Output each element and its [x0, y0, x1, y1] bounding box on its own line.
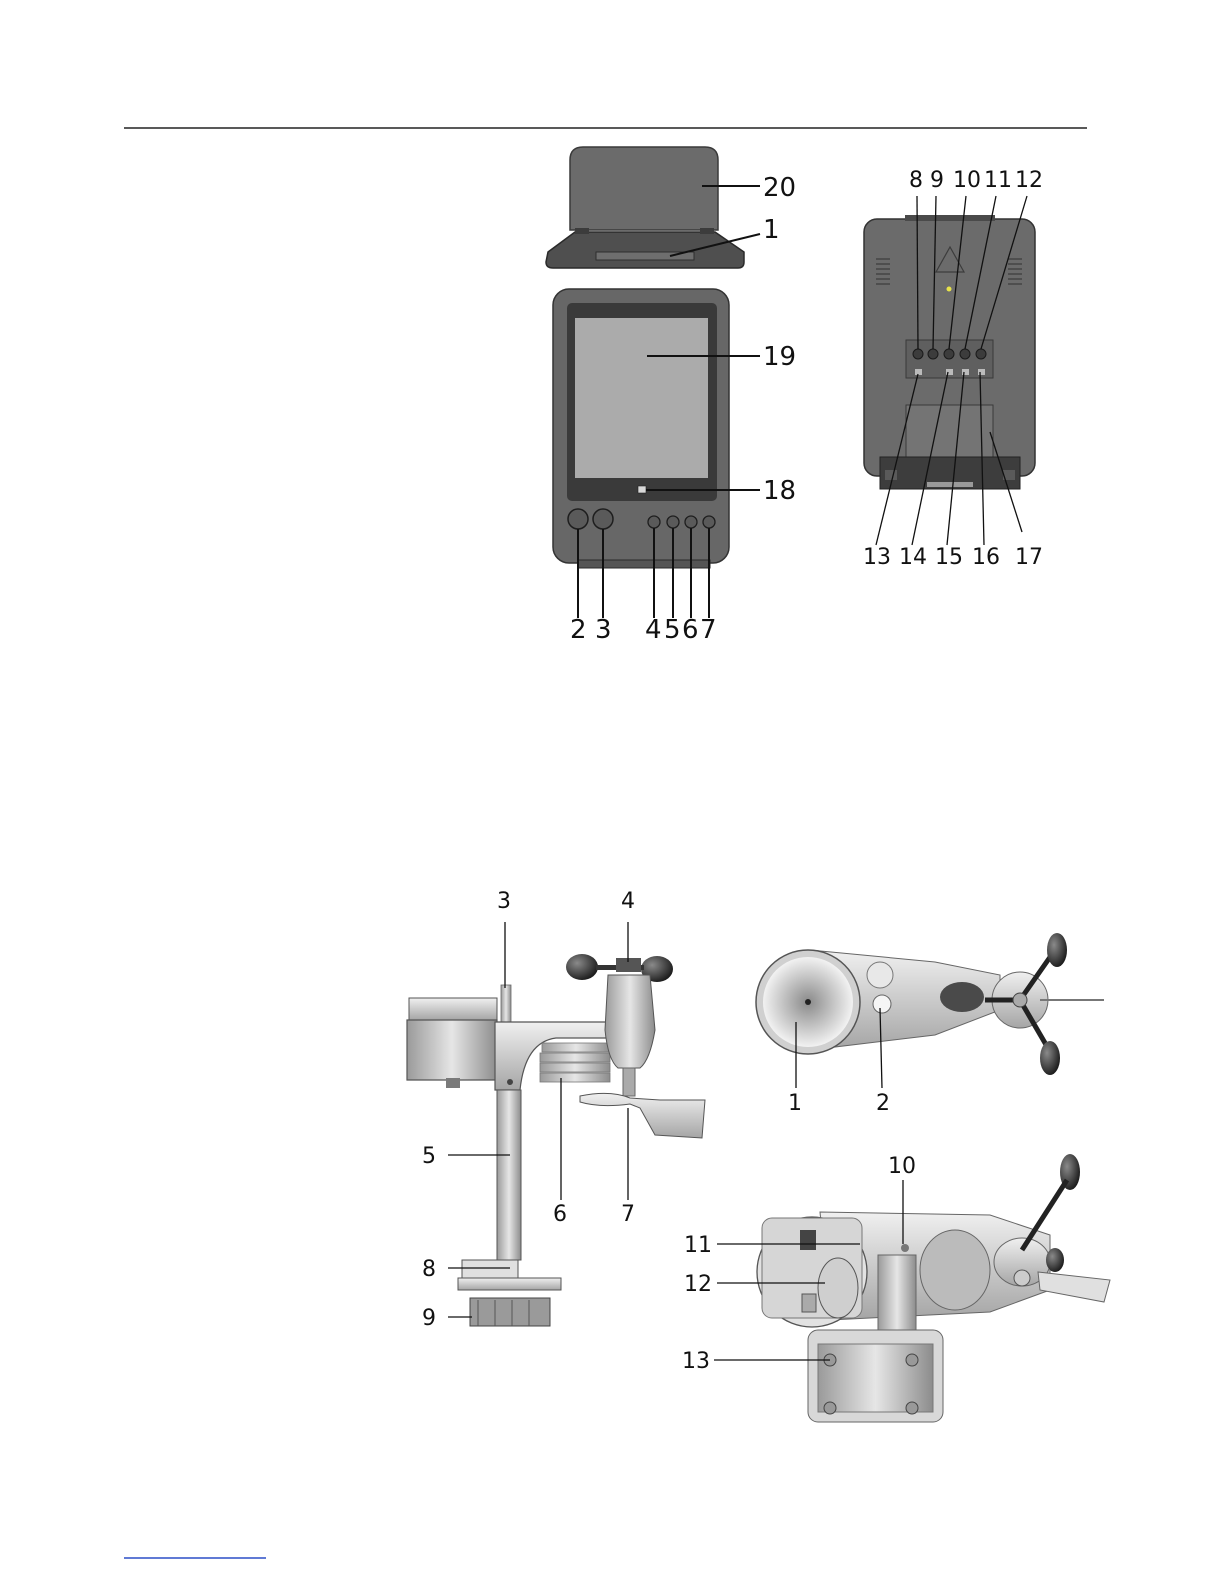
console-label-7: 7 — [700, 615, 717, 645]
console-label-17: 17 — [1015, 545, 1043, 570]
console-label-8: 8 — [909, 168, 923, 193]
console-label-1: 1 — [763, 215, 780, 245]
console-label-20: 20 — [763, 173, 796, 203]
console-label-3: 3 — [595, 615, 612, 645]
console-label-19: 19 — [763, 342, 796, 372]
sensor-label-3: 3 — [497, 889, 511, 914]
sensor-label-11: 11 — [684, 1233, 712, 1258]
console-label-13: 13 — [863, 545, 891, 570]
console-label-15: 15 — [935, 545, 963, 570]
console-label-11: 11 — [984, 168, 1012, 193]
console-label-9: 9 — [930, 168, 944, 193]
console-label-10: 10 — [953, 168, 981, 193]
sensor-label-2: 2 — [876, 1091, 890, 1116]
console-label-14: 14 — [899, 545, 927, 570]
sensor-side-view — [407, 954, 705, 1326]
console-label-16: 16 — [972, 545, 1000, 570]
console-label-12: 12 — [1015, 168, 1043, 193]
console-label-2: 2 — [570, 615, 587, 645]
sensor-label-6: 6 — [553, 1202, 567, 1227]
console-label-6: 6 — [682, 615, 699, 645]
console-front-view — [553, 289, 729, 568]
sensor-bottom-view — [757, 1154, 1110, 1422]
sensor-label-8: 8 — [422, 1257, 436, 1282]
sensor-label-9: 9 — [422, 1306, 436, 1331]
console-side-view — [546, 147, 744, 268]
sensor-label-4: 4 — [621, 889, 635, 914]
sensor-label-13: 13 — [682, 1349, 710, 1374]
sensor-label-10: 10 — [888, 1154, 916, 1179]
console-label-5: 5 — [664, 615, 681, 645]
sensor-label-1: 1 — [788, 1091, 802, 1116]
console-label-18: 18 — [763, 476, 796, 506]
sensor-label-5: 5 — [422, 1144, 436, 1169]
sensor-label-12: 12 — [684, 1272, 712, 1297]
sensor-top-view — [756, 933, 1104, 1075]
console-label-4: 4 — [645, 615, 662, 645]
sensor-label-7: 7 — [621, 1202, 635, 1227]
